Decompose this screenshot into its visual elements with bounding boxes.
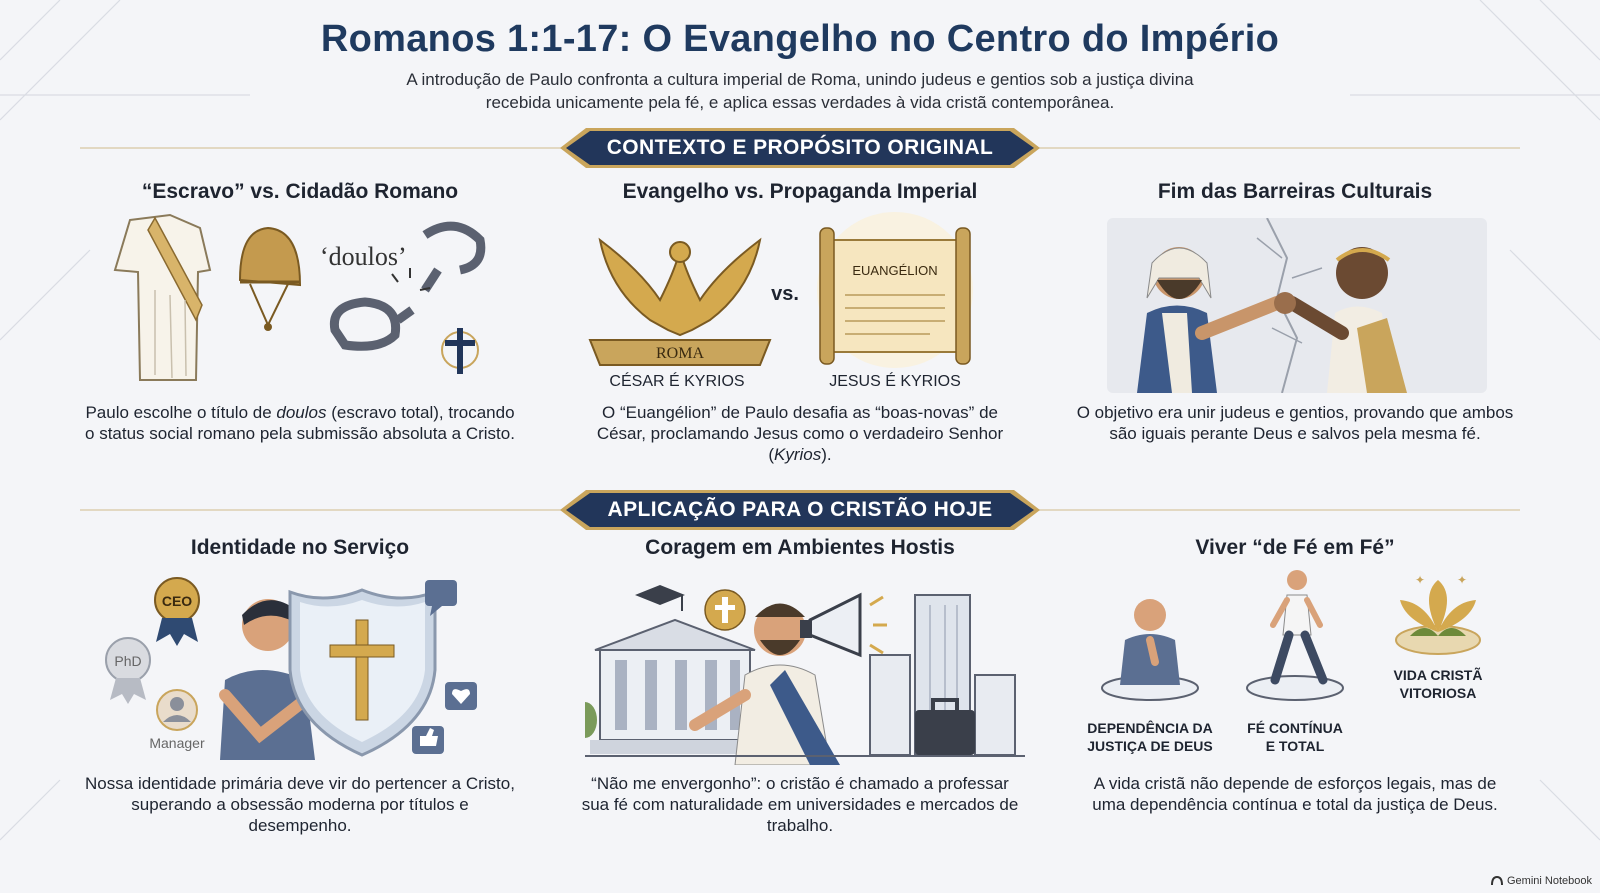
phd-badge: PhD xyxy=(105,637,151,704)
eagle-icon: ROMA xyxy=(588,237,772,366)
banner-shape xyxy=(560,490,1040,530)
evangelho-illustration: ROMA vs. EUANGÉLION CÉSAR É KYRIOS JESUS… xyxy=(588,212,973,390)
desc-identidade: Nossa identidade primária deve vir do pe… xyxy=(85,774,515,835)
avatar-icon: Manager xyxy=(149,689,205,751)
svg-text:✦: ✦ xyxy=(1457,573,1467,587)
identidade-illustration: CEO PhD Manager xyxy=(105,577,477,760)
cross-bubble-icon xyxy=(704,589,746,631)
handshake-icon xyxy=(1107,218,1487,393)
col-title-viver: Viver “de Fé em Fé” xyxy=(1195,536,1395,559)
section-title-application: APLICAÇÃO PARA O CRISTÃO HOJE xyxy=(607,498,993,521)
notebook-icon xyxy=(1491,876,1503,886)
preacher-icon xyxy=(689,603,840,765)
chat-bubble-icon xyxy=(425,580,457,616)
caption-cesar: CÉSAR É KYRIOS xyxy=(609,371,744,390)
section-banner-context: CONTEXTO E PROPÓSITO ORIGINAL xyxy=(560,126,1040,170)
section-banner-application: APLICAÇÃO PARA O CRISTÃO HOJE xyxy=(560,488,1040,532)
page-title: Romanos 1:1-17: O Evangelho no Centro do… xyxy=(320,18,1280,60)
col-title-identidade: Identidade no Serviço xyxy=(190,536,410,559)
toga-icon xyxy=(113,213,212,381)
col-title-coragem: Coragem em Ambientes Hostis xyxy=(645,536,955,559)
person-icon xyxy=(219,599,315,760)
scroll-icon: EUANGÉLION xyxy=(817,212,973,368)
page-subtitle: A introdução de Paulo confronta a cultur… xyxy=(406,70,1194,112)
desc-coragem: “Não me envergonho”: o cristão é chamado… xyxy=(581,774,1019,835)
section-title-context: CONTEXTO E PROPÓSITO ORIGINAL xyxy=(606,136,994,159)
col-title-evangelho: Evangelho vs. Propaganda Imperial xyxy=(622,180,978,203)
col-title-escravo: “Escravo” vs. Cidadão Romano xyxy=(141,180,459,203)
svg-text:✦: ✦ xyxy=(1415,573,1425,587)
svg-text:EUANGÉLION: EUANGÉLION xyxy=(852,263,937,278)
tree-icon xyxy=(585,702,597,738)
banner-shape xyxy=(560,128,1040,168)
escravo-illustration: ‘doulos’ xyxy=(113,213,486,381)
doulos-word: ‘doulos’ xyxy=(320,242,407,271)
svg-text:PhD: PhD xyxy=(114,653,141,669)
desc-viver: A vida cristã não depende de esforços le… xyxy=(1092,774,1498,814)
broken-chains-icon xyxy=(329,221,486,351)
cap-icon xyxy=(238,226,302,331)
desc-evangelho: O “Euangélion” de Paulo desafia as “boas… xyxy=(596,403,1004,464)
shield-cross-icon xyxy=(288,588,437,757)
heart-icon xyxy=(445,682,477,710)
desc-escravo: Paulo escolhe o título de doulos (escrav… xyxy=(85,403,515,443)
caption-jesus: JESUS É KYRIOS xyxy=(829,371,961,390)
like-icon xyxy=(412,726,444,754)
svg-text:ROMA: ROMA xyxy=(656,345,704,362)
vs-label: vs. xyxy=(771,283,799,305)
svg-text:Manager: Manager xyxy=(149,735,205,751)
col-title-barreiras: Fim das Barreiras Culturais xyxy=(1157,180,1433,203)
ceo-badge: CEO xyxy=(154,577,200,646)
desc-barreiras: O objetivo era unir judeus e gentios, pr… xyxy=(1076,403,1514,443)
coragem-illustration xyxy=(585,585,1025,765)
brand-watermark: Gemini Notebook xyxy=(1491,875,1592,887)
megaphone-icon xyxy=(800,592,887,658)
briefcase-icon xyxy=(915,698,975,755)
svg-text:CEO: CEO xyxy=(162,593,192,609)
praying-person-icon xyxy=(1101,599,1199,701)
handshake-illustration xyxy=(1107,218,1487,393)
cross-icon xyxy=(441,328,479,374)
plant-icon: ✦ ✦ xyxy=(1395,573,1481,655)
walking-person-icon xyxy=(1246,570,1344,701)
